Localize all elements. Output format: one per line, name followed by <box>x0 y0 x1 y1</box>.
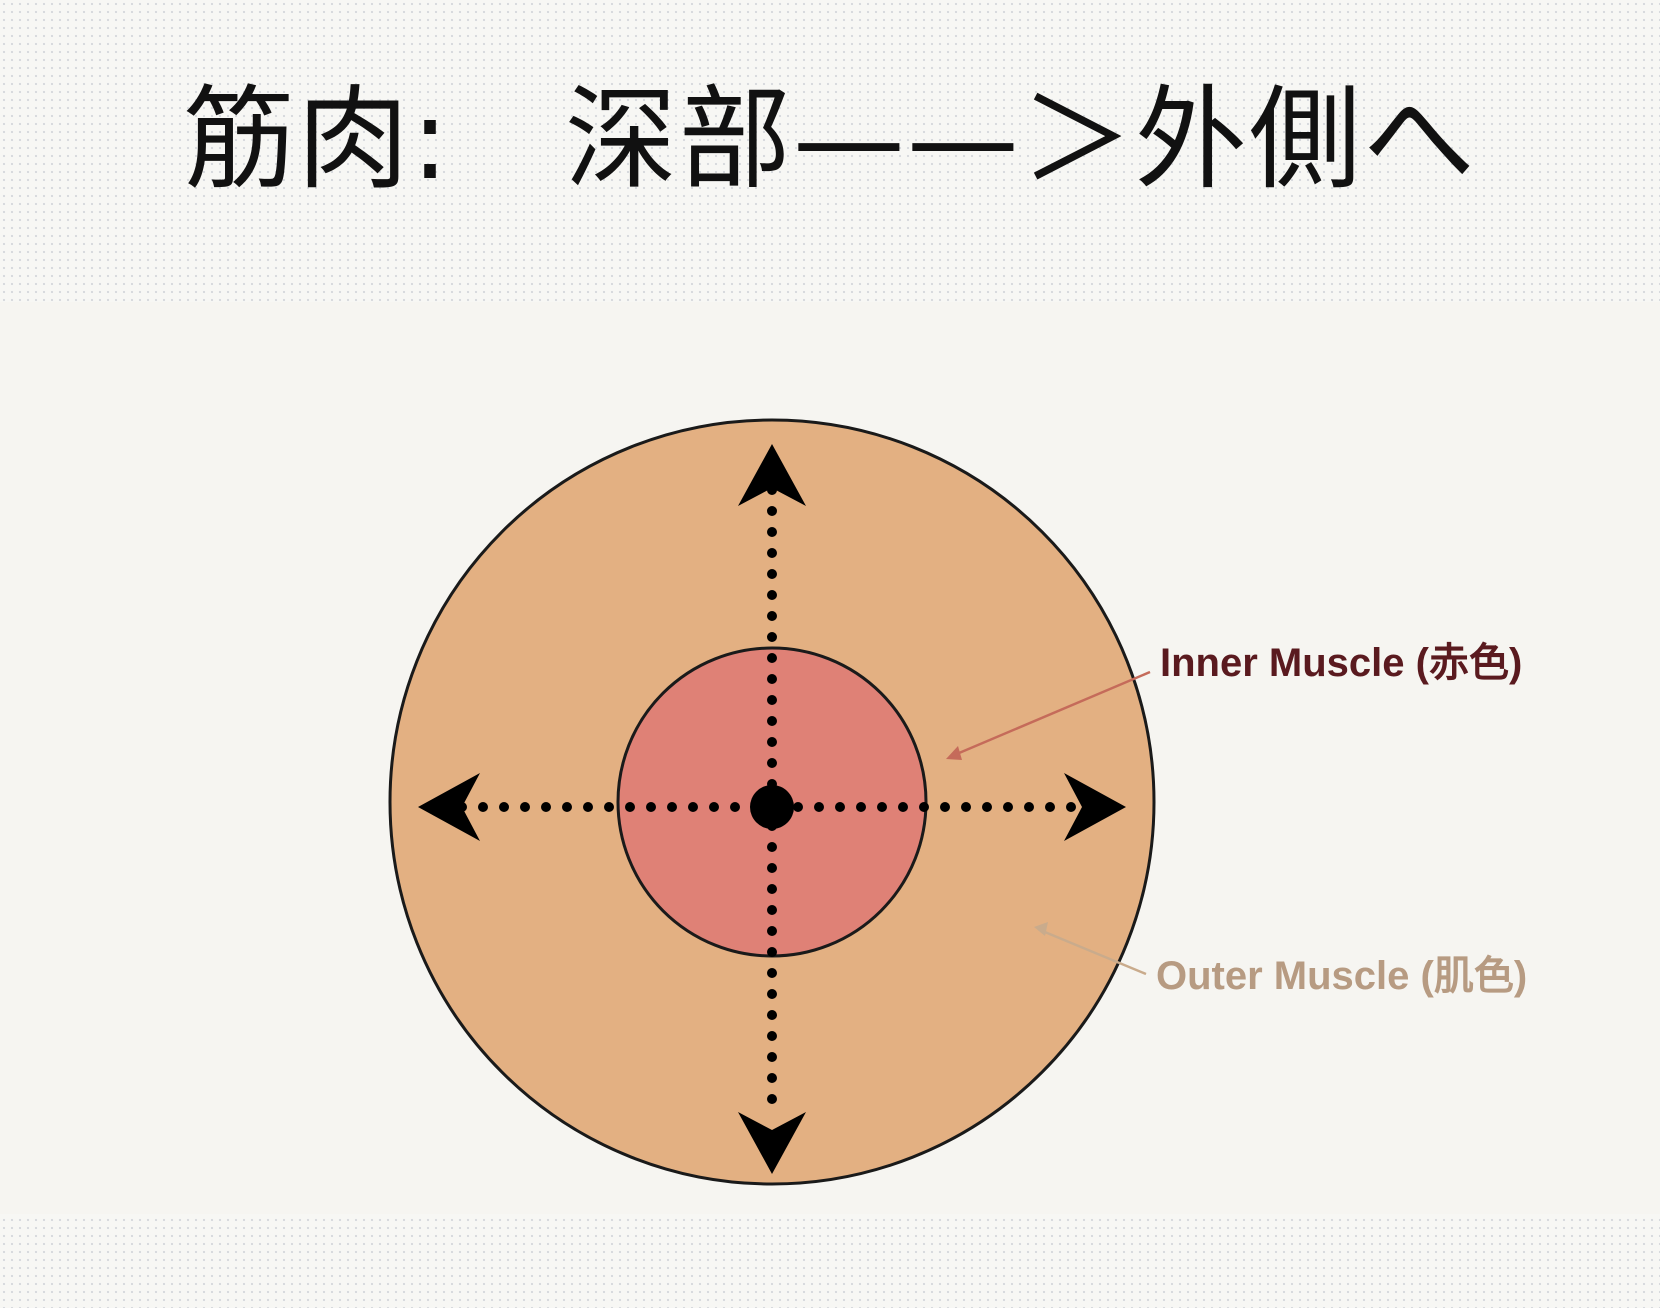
arrow-right-icon <box>1064 773 1126 841</box>
center-dot-icon <box>750 785 794 829</box>
inner-muscle-label: Inner Muscle (赤色) <box>1160 641 1522 685</box>
outer-muscle-label: Outer Muscle (肌色) <box>1156 954 1527 998</box>
inner-leader-line <box>951 670 1151 758</box>
muscle-diagram: Inner Muscle (赤色) Outer Muscle (肌色) <box>388 418 1527 1186</box>
outer-leader-line <box>1039 928 1147 976</box>
arrow-left-icon <box>418 773 480 841</box>
diagram-panel: Inner Muscle (赤色) Outer Muscle (肌色) <box>0 302 1660 1214</box>
arrow-up-icon <box>738 444 806 506</box>
inner-leader-arrowhead <box>946 746 962 760</box>
slide-title: 筋肉: 深部——＞外側へ <box>183 75 1477 205</box>
arrow-down-icon <box>738 1112 806 1174</box>
outer-leader-arrowhead <box>1034 922 1048 936</box>
